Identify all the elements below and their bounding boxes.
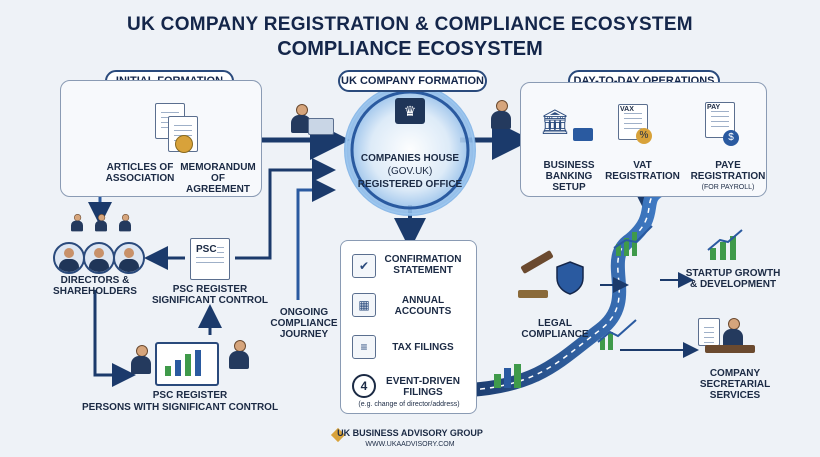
- psc-doc-label: PSC: [196, 244, 217, 255]
- startup-chart-icon: [707, 229, 743, 260]
- secretary-person-icon: [722, 318, 744, 348]
- memorandum-label: MEMORANDUM OF AGREEMENT: [180, 162, 256, 195]
- directors-group: [62, 208, 142, 258]
- step-event-driven: EVENT-DRIVEN FILINGS: [386, 376, 460, 398]
- vat-label: VAT REGISTRATION: [605, 160, 680, 182]
- crest-icon: ♛: [395, 98, 425, 124]
- director-avatar: [83, 242, 115, 274]
- hub-gov-uk: (GOV.UK): [387, 166, 433, 177]
- psc-register-label: PSC REGISTER SIGNIFICANT CONTROL: [151, 284, 269, 306]
- legal-compliance-label: LEGAL COMPLIANCE: [521, 318, 589, 340]
- step-number-badge: 4: [352, 374, 376, 398]
- secretarial-document-icon: [698, 318, 720, 346]
- bank-icon: 🏛: [539, 109, 571, 136]
- chart-doc-icon: ▦: [352, 293, 376, 317]
- step-event-driven-sub: (e.g. change of director/address): [358, 401, 460, 408]
- person-icon: [94, 214, 107, 232]
- articles-label: ARTICLES OF ASSOCIATION: [105, 162, 175, 184]
- footer-url: WWW.UKAADVISORY.COM: [365, 441, 455, 448]
- paye-sub-label: (FOR PAYROLL): [701, 184, 755, 191]
- directors-label: DIRECTORS & SHAREHOLDERS: [53, 275, 137, 297]
- page-subtitle: COMPLIANCE ECOSYSTEM: [277, 38, 543, 60]
- paye-doc-label: PAY: [707, 104, 721, 111]
- growth-chart-icon: [613, 225, 653, 256]
- tax-doc-icon: ≡: [352, 335, 376, 359]
- section-uk-company-formation: UK COMPANY FORMATION: [338, 70, 487, 92]
- monitor-icon: [155, 342, 219, 386]
- hub-companies-house: COMPANIES HOUSE: [360, 153, 460, 164]
- shield-icon: [556, 261, 584, 295]
- psc-bottom-title: PSC REGISTER: [152, 390, 228, 401]
- desk-icon: [705, 345, 755, 353]
- trend-chart-icon: [597, 319, 637, 350]
- percent-icon: %: [636, 128, 652, 144]
- secretarial-label: COMPANY SECRETARIAL SERVICES: [699, 368, 771, 401]
- gavel-base-icon: [518, 290, 548, 298]
- psc-bottom-sub: PERSONS WITH SIGNIFICANT CONTROL: [81, 402, 279, 413]
- paye-label: PAYE REGISTRATION: [690, 160, 766, 182]
- person-icon: [130, 345, 152, 375]
- page-title: UK COMPANY REGISTRATION & COMPLIANCE ECO…: [127, 14, 693, 35]
- bar-chart-icon: [165, 350, 201, 376]
- small-bars-icon: [494, 364, 521, 388]
- banking-label: BUSINESS BANKING SETUP: [543, 160, 595, 193]
- presenter-person-icon: [228, 340, 250, 370]
- footer-org: UK BUSINESS ADVISORY GROUP: [337, 428, 483, 438]
- presenter-person-icon: [490, 100, 512, 130]
- journey-label: ONGOING COMPLIANCE JOURNEY: [270, 307, 338, 340]
- startup-label: STARTUP GROWTH & DEVELOPMENT: [685, 268, 781, 290]
- step-annual-accounts: ANNUAL ACCOUNTS: [394, 295, 452, 317]
- person-icon: [118, 214, 131, 232]
- director-avatar: [113, 242, 145, 274]
- step-tax-filings: TAX FILINGS: [392, 342, 454, 353]
- step-confirmation: CONFIRMATION STATEMENT: [384, 254, 462, 276]
- card-icon: [573, 128, 593, 141]
- director-avatar: [53, 242, 85, 274]
- laptop-icon: [308, 118, 334, 135]
- person-icon: [290, 104, 312, 134]
- person-icon: [70, 214, 83, 232]
- seal-icon: [175, 135, 193, 153]
- hub-registered-office: REGISTERED OFFICE: [357, 179, 463, 190]
- vat-doc-label: VAX: [620, 106, 634, 113]
- checkmark-doc-icon: ✔: [352, 254, 376, 278]
- dollar-icon: $: [723, 130, 739, 146]
